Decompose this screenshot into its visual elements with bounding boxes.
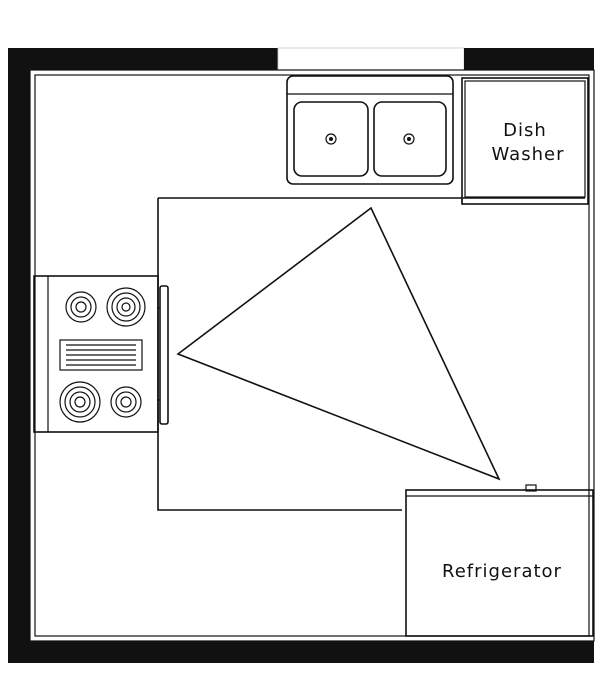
double-sink <box>286 75 454 185</box>
wall-bottom <box>8 641 594 663</box>
wall-top-right <box>464 48 594 70</box>
stove-handle-bar <box>159 285 169 425</box>
drain-right-icon <box>403 133 415 145</box>
dishwasher-body <box>461 77 589 205</box>
work-triangle <box>176 206 501 481</box>
dishwasher: Dish Washer <box>461 77 589 205</box>
sink-outer <box>286 75 454 185</box>
burner-bottom-left-icon <box>59 381 101 423</box>
burner-top-right-icon <box>106 287 146 327</box>
griddle-vent-icon <box>59 339 143 371</box>
drain-right-inner <box>407 137 411 141</box>
stove <box>33 275 169 433</box>
sink-basin-right <box>373 101 447 177</box>
dishwasher-label-line2: Washer <box>492 144 565 165</box>
burner-bottom-right-icon <box>110 386 142 418</box>
refrigerator-label: Refrigerator <box>442 561 562 582</box>
refrigerator: Refrigerator <box>405 484 594 637</box>
wall-left <box>8 48 30 663</box>
sink-basin-left <box>293 101 369 177</box>
wall-top-left <box>8 48 278 70</box>
refrigerator-body <box>405 489 594 637</box>
dishwasher-label-line1: Dish <box>503 120 547 141</box>
stove-body <box>33 275 159 433</box>
burner-top-left-icon <box>65 291 97 323</box>
window-opening <box>277 47 465 71</box>
room-inner-border <box>34 74 590 637</box>
refrigerator-handle <box>525 484 537 492</box>
dishwasher-inner <box>464 80 586 198</box>
drain-left-icon <box>325 133 337 145</box>
drain-left-inner <box>329 137 333 141</box>
